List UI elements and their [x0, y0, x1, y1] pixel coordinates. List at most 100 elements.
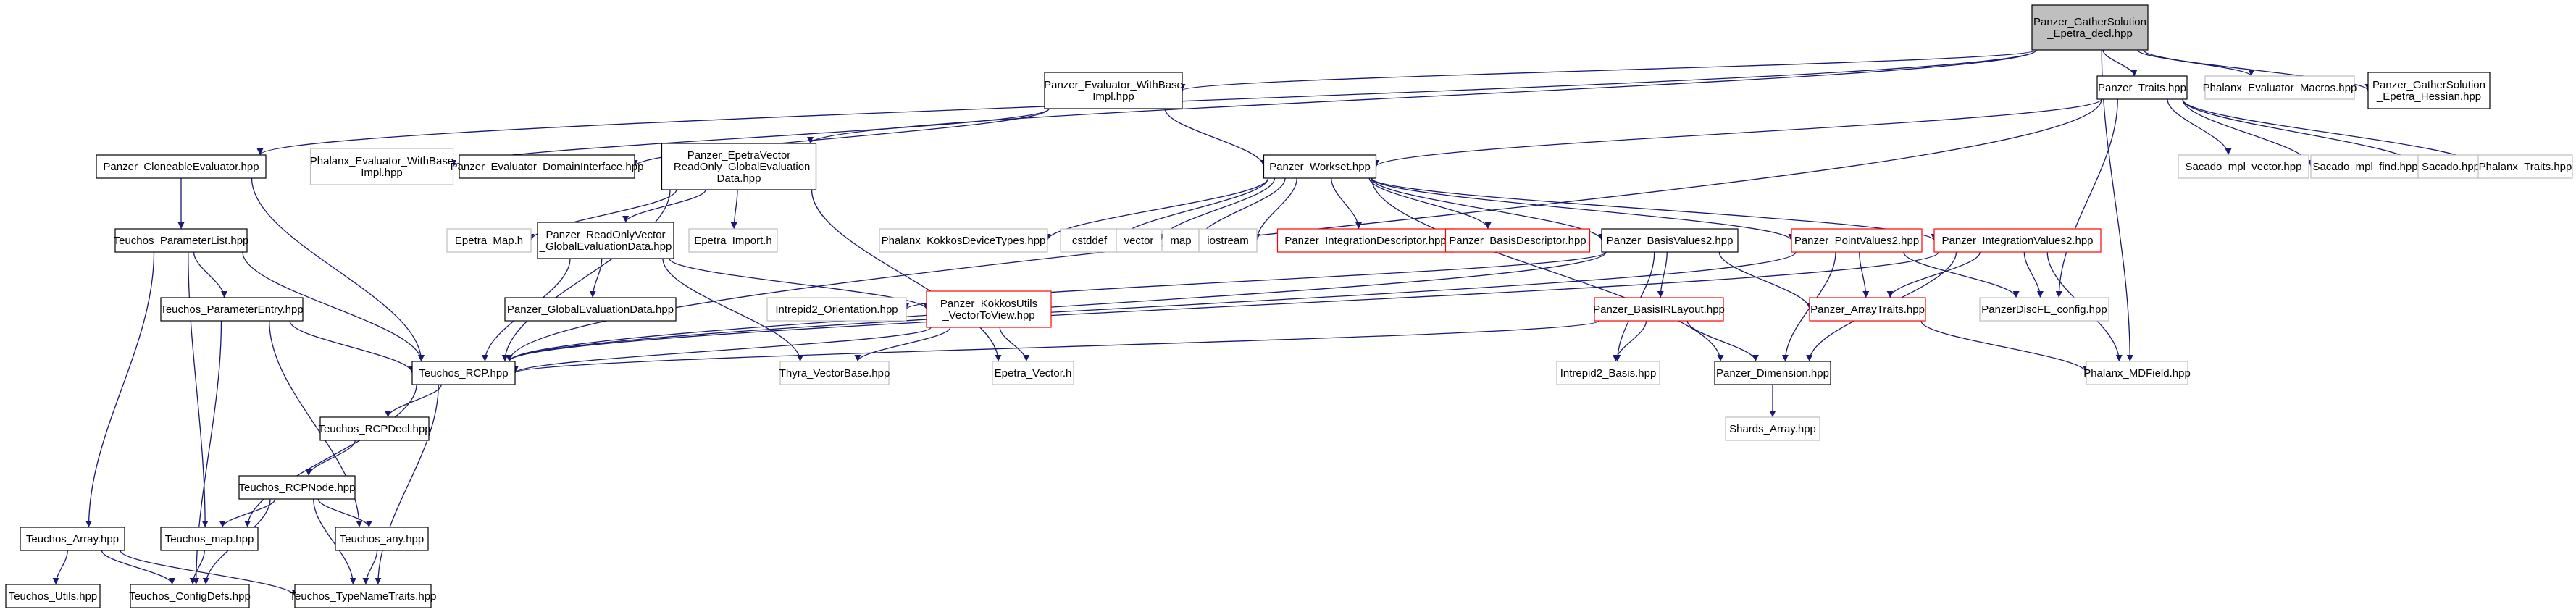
graph-node-pv2[interactable]: Panzer_PointValues2.hpp — [1791, 228, 1923, 253]
graph-node-arraytraits[interactable]: Panzer_ArrayTraits.hpp — [1809, 297, 1926, 322]
node-label: _VectorToView.hpp — [942, 309, 1034, 322]
dependency-edge-rcpnode-to-tmap — [219, 498, 276, 528]
graph-node-epimport[interactable]: Epetra_Import.h — [688, 228, 778, 253]
dependency-edge-rcpnode-to-tany — [317, 498, 372, 528]
graph-node-sacado[interactable]: Sacado.hpp — [2417, 154, 2484, 179]
graph-node-iv2[interactable]: Panzer_IntegrationValues2.hpp — [1933, 228, 2102, 253]
node-box — [411, 361, 516, 385]
node-label: Data.hpp — [717, 172, 761, 185]
node-box — [992, 361, 1074, 385]
node-label: _GlobalEvaluationData.hpp — [539, 240, 672, 253]
dependency-edge-clone-to-rcp — [251, 177, 425, 362]
graph-node-tmap[interactable]: Teuchos_map.hpp — [160, 527, 259, 551]
graph-node-i2orient[interactable]: Intrepid2_Orientation.hpp — [766, 297, 907, 322]
graph-node-rovec[interactable]: Panzer_ReadOnlyVector_GlobalEvaluationDa… — [537, 222, 674, 259]
dependency-edge-workset-to-bv2 — [1371, 177, 1605, 241]
node-box — [1044, 72, 1183, 109]
node-label: Phalanx_Traits.hpp — [2479, 161, 2572, 173]
graph-node-pentry[interactable]: Teuchos_ParameterEntry.hpp — [160, 297, 304, 322]
graph-node-intdesc[interactable]: Panzer_IntegrationDescriptor.hpp — [1276, 228, 1455, 253]
node-box — [661, 143, 817, 190]
graph-node-rcpnode[interactable]: Teuchos_RCPNode.hpp — [238, 475, 356, 500]
dependency-edge-kkutils-to-rcp — [511, 327, 932, 374]
node-label: Panzer_BasisValues2.hpp — [1607, 235, 1734, 247]
graph-node-ged[interactable]: Panzer_GlobalEvaluationData.hpp — [504, 297, 677, 322]
dependency-edge-birl-to-pdim — [1686, 320, 1759, 362]
node-box — [96, 154, 267, 179]
dependency-edge-rcp-to-rcpdecl — [384, 384, 442, 418]
graph-node-tconfig[interactable]: Teuchos_ConfigDefs.hpp — [129, 584, 251, 608]
graph-node-basdesc[interactable]: Panzer_BasisDescriptor.hpp — [1444, 228, 1591, 253]
dependency-edge-rcp-to-tmap — [244, 384, 417, 528]
node-label: Panzer_EpetraVector — [687, 149, 791, 162]
dependency-edge-root-to-traits — [2102, 49, 2138, 77]
graph-node-smplfind[interactable]: Sacado_mpl_find.hpp — [2310, 154, 2420, 179]
graph-node-workset[interactable]: Panzer_Workset.hpp — [1263, 154, 1377, 179]
node-box — [2178, 154, 2309, 179]
node-box — [238, 475, 356, 500]
graph-node-kdt[interactable]: Phalanx_KokkosDeviceTypes.hpp — [879, 228, 1048, 253]
graph-node-gshess[interactable]: Panzer_GatherSolution_Epetra_Hessian.hpp — [2367, 72, 2491, 109]
graph-node-phxtraits[interactable]: Phalanx_Traits.hpp — [2477, 154, 2573, 179]
graph-node-tarray[interactable]: Teuchos_Array.hpp — [20, 527, 125, 551]
graph-node-traits[interactable]: Panzer_Traits.hpp — [2096, 75, 2188, 100]
node-box — [2367, 72, 2491, 109]
graph-node-domint[interactable]: Panzer_Evaluator_DomainInterface.hpp — [451, 154, 644, 179]
node-label: Intrepid2_Basis.hpp — [1560, 367, 1657, 380]
graph-node-thyra[interactable]: Thyra_VectorBase.hpp — [779, 361, 890, 385]
node-label: Shards_Array.hpp — [1729, 423, 1816, 435]
graph-node-kkutils[interactable]: Panzer_KokkosUtils_VectorToView.hpp — [926, 290, 1052, 328]
dependency-edge-workset-to-pv2 — [1371, 177, 1795, 241]
graph-node-plist[interactable]: Teuchos_ParameterList.hpp — [114, 228, 249, 253]
graph-node-shards[interactable]: Shards_Array.hpp — [1725, 416, 1820, 441]
node-box — [1060, 228, 1119, 253]
node-box — [2477, 154, 2573, 179]
node-label: _Epetra_decl.hpp — [2046, 28, 2133, 40]
graph-node-map[interactable]: map — [1162, 228, 1200, 253]
graph-node-root[interactable]: Panzer_GatherSolution_Epetra_decl.hpp — [2031, 4, 2149, 51]
node-label: Sacado_mpl_find.hpp — [2312, 161, 2417, 173]
graph-node-ttnt[interactable]: Teuchos_TypeNameTraits.hpp — [290, 584, 437, 608]
dependency-edge-arraytraits-to-mdfield — [1920, 320, 2090, 374]
node-label: Teuchos_ParameterEntry.hpp — [160, 303, 303, 316]
dependency-edge-pv2-to-discfe — [1903, 251, 2020, 298]
graph-node-clone[interactable]: Panzer_CloneableEvaluator.hpp — [96, 154, 267, 179]
graph-node-tany[interactable]: Teuchos_any.hpp — [335, 527, 429, 551]
graph-node-vector[interactable]: vector — [1116, 228, 1162, 253]
graph-node-rcp[interactable]: Teuchos_RCP.hpp — [411, 361, 516, 385]
dependency-edge-pv2-to-rcp — [506, 251, 1797, 362]
dependency-edge-plist-to-rcp — [242, 251, 425, 362]
node-box — [1556, 361, 1660, 385]
dependency-edge-rovec-to-kkutils — [669, 258, 930, 310]
node-box — [20, 527, 125, 551]
graph-node-tutils[interactable]: Teuchos_Utils.hpp — [5, 584, 101, 608]
graph-node-phxmacros[interactable]: Phalanx_Evaluator_Macros.hpp — [2203, 75, 2357, 100]
dependency-edge-tany-to-ttnt — [362, 550, 378, 585]
graph-node-mdfield[interactable]: Phalanx_MDField.hpp — [2083, 361, 2191, 385]
node-label: Panzer_KokkosUtils — [940, 298, 1037, 310]
graph-node-birl[interactable]: Panzer_BasisIRLayout.hpp — [1593, 297, 1725, 322]
node-label: Panzer_Dimension.hpp — [1716, 367, 1829, 380]
graph-node-epmap[interactable]: Epetra_Map.h — [446, 228, 532, 253]
node-label: Teuchos_any.hpp — [340, 533, 424, 545]
node-box — [1714, 361, 1831, 385]
graph-node-smplvec[interactable]: Sacado_mpl_vector.hpp — [2178, 154, 2309, 179]
graph-node-i2basis[interactable]: Intrepid2_Basis.hpp — [1556, 361, 1660, 385]
graph-node-iostream[interactable]: iostream — [1198, 228, 1258, 253]
graph-node-epvec[interactable]: Panzer_EpetraVector_ReadOnly_GlobalEvalu… — [661, 143, 817, 190]
graph-node-pdim[interactable]: Panzer_Dimension.hpp — [1714, 361, 1831, 385]
graph-node-discfe[interactable]: PanzerDiscFE_config.hpp — [1979, 297, 2109, 322]
dependency-edge-tmap-to-tconfig — [189, 550, 205, 585]
graph-node-epvech[interactable]: Epetra_Vector.h — [992, 361, 1074, 385]
graph-node-bv2[interactable]: Panzer_BasisValues2.hpp — [1601, 228, 1739, 253]
node-box — [688, 228, 778, 253]
dependency-edge-workset-to-iostream — [1253, 177, 1297, 241]
node-label: Thyra_VectorBase.hpp — [779, 367, 890, 380]
node-box — [2310, 154, 2420, 179]
graph-node-cstddef[interactable]: cstddef — [1060, 228, 1119, 253]
graph-node-rcpdecl[interactable]: Teuchos_RCPDecl.hpp — [318, 416, 431, 441]
node-label: Panzer_ArrayTraits.hpp — [1810, 303, 1925, 316]
node-label: Sacado.hpp — [2422, 161, 2480, 173]
